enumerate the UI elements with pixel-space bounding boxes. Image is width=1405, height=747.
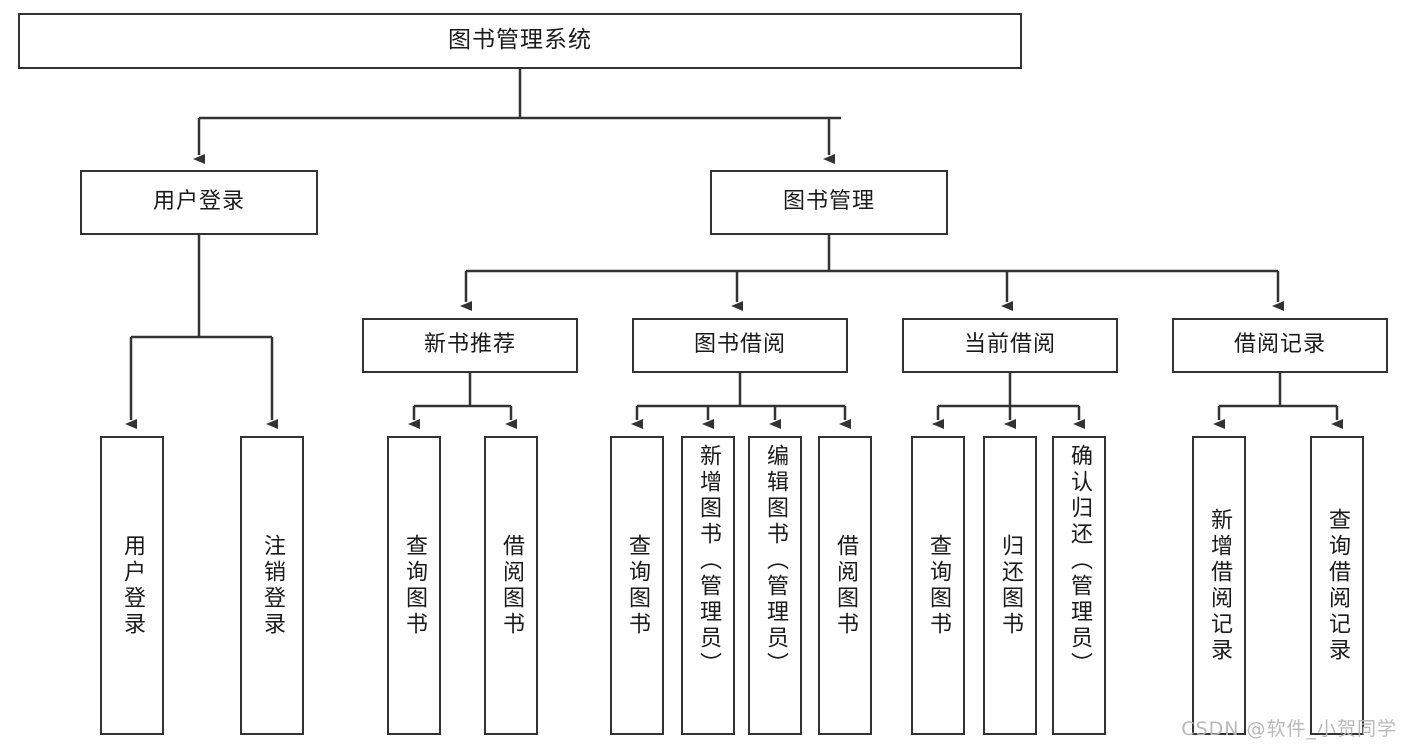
leaf-logout[interactable]: 注销登录 — [240, 436, 304, 735]
node-new-book-recommend[interactable]: 新书推荐 — [362, 318, 578, 373]
node-label: 新书推荐 — [423, 332, 516, 358]
leaf-query-borrow-record[interactable]: 查询借阅记录 — [1310, 436, 1364, 735]
leaf-box-inner: 查询图书 — [913, 438, 963, 733]
node-label: 当前借阅 — [963, 332, 1056, 358]
csdn-watermark: CSDN @软件_小贺同学 — [1181, 718, 1397, 740]
edge-userlogin-to-leaves — [125, 235, 278, 429]
node-label: 查询图书 — [625, 533, 650, 638]
leaf-box-inner: 归还图书 — [985, 438, 1035, 733]
node-label: 借阅记录 — [1233, 332, 1326, 358]
edge-borrow-to-leaves — [631, 373, 851, 429]
leaf-box-inner: 借阅图书 — [820, 438, 870, 733]
edge-root-to-level2 — [193, 69, 841, 164]
node-label: 注销登录 — [260, 533, 285, 638]
node-label: 归还图书 — [998, 533, 1023, 638]
leaf-query-book-borrow[interactable]: 查询图书 — [610, 436, 664, 735]
edge-newbook-to-leaves — [408, 373, 517, 429]
edge-current-to-leaves — [932, 373, 1085, 429]
node-label: 用户登录 — [152, 189, 245, 215]
leaf-box-inner: 确认归还（管理员） — [1054, 438, 1104, 733]
node-book-borrow[interactable]: 图书借阅 — [632, 318, 848, 373]
leaf-box-inner: 编辑图书（管理员） — [750, 438, 800, 733]
leaf-borrow-book[interactable]: 借阅图书 — [818, 436, 872, 735]
leaf-box-inner: 查询图书 — [389, 438, 439, 733]
node-root-system[interactable]: 图书管理系统 — [18, 13, 1022, 69]
edge-record-to-leaves — [1213, 373, 1343, 429]
leaf-box-inner: 查询图书 — [612, 438, 662, 733]
node-label: 查询借阅记录 — [1325, 507, 1350, 664]
node-label: 图书管理 — [782, 189, 875, 215]
leaf-return-book[interactable]: 归还图书 — [983, 436, 1037, 735]
node-borrow-record[interactable]: 借阅记录 — [1172, 318, 1388, 373]
node-label: 借阅图书 — [499, 533, 524, 638]
node-label: 图书借阅 — [693, 332, 786, 358]
node-label: 查询图书 — [402, 533, 427, 638]
node-label: 编辑图书（管理员） — [763, 444, 788, 678]
node-label: 新增图书（管理员） — [696, 444, 721, 678]
leaf-box-inner: 注销登录 — [242, 438, 302, 733]
node-label: 查询图书 — [926, 533, 951, 638]
leaf-confirm-return-admin[interactable]: 确认归还（管理员） — [1052, 436, 1106, 735]
node-label: 图书管理系统 — [448, 27, 592, 54]
leaf-box-inner: 新增借阅记录 — [1194, 438, 1244, 733]
leaf-box-inner: 新增图书（管理员） — [683, 438, 733, 733]
node-label: 借阅图书 — [833, 533, 858, 638]
leaf-box-inner: 用户登录 — [102, 438, 162, 733]
node-label: 用户登录 — [120, 533, 145, 638]
leaf-edit-book-admin[interactable]: 编辑图书（管理员） — [748, 436, 802, 735]
leaf-box-inner: 查询借阅记录 — [1312, 438, 1362, 733]
edge-bookmgmt-to-level3 — [460, 235, 1284, 311]
leaf-borrow-book-recommend[interactable]: 借阅图书 — [484, 436, 538, 735]
node-book-management[interactable]: 图书管理 — [710, 170, 948, 235]
leaf-query-book-recommend[interactable]: 查询图书 — [387, 436, 441, 735]
leaf-box-inner: 借阅图书 — [486, 438, 536, 733]
node-current-borrow[interactable]: 当前借阅 — [902, 318, 1118, 373]
leaf-query-book-current[interactable]: 查询图书 — [911, 436, 965, 735]
node-label: 新增借阅记录 — [1207, 507, 1232, 664]
node-user-login[interactable]: 用户登录 — [80, 170, 318, 235]
node-label: 确认归还（管理员） — [1067, 444, 1092, 678]
leaf-add-borrow-record[interactable]: 新增借阅记录 — [1192, 436, 1246, 735]
leaf-user-login[interactable]: 用户登录 — [100, 436, 164, 735]
leaf-add-book-admin[interactable]: 新增图书（管理员） — [681, 436, 735, 735]
